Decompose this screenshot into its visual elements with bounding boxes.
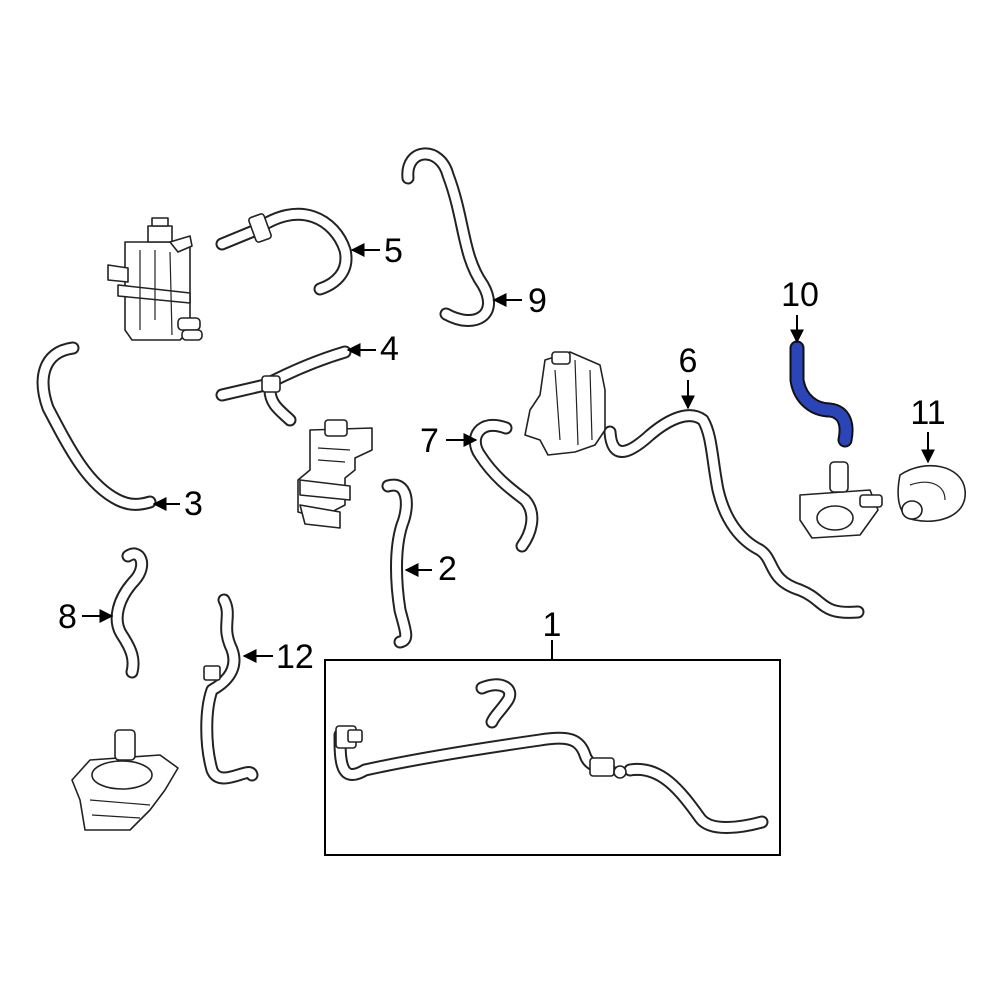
callout-10: 10 [781, 276, 819, 314]
clamp-11 [897, 464, 966, 522]
callout-7: 7 [420, 422, 439, 460]
callout-3: 3 [184, 485, 203, 523]
hose-9 [401, 147, 495, 327]
callout-1: 1 [543, 606, 562, 644]
coolant-reservoir [107, 217, 203, 341]
callout-12: 12 [276, 638, 314, 676]
callout-5: 5 [384, 232, 403, 270]
hose-10-highlighted [789, 340, 854, 448]
bracket-assembly [524, 351, 606, 456]
leader-lines [82, 243, 935, 663]
hose-6 [603, 409, 865, 619]
callout-9: 9 [528, 282, 547, 320]
hose-7 [468, 418, 539, 553]
hose-2 [381, 478, 413, 649]
hose-3 [36, 341, 157, 511]
hose-12 [200, 593, 259, 785]
hose-1-inset [324, 659, 781, 856]
water-pump-right [799, 461, 883, 539]
water-pump-left [71, 729, 179, 831]
callout-6: 6 [679, 342, 698, 380]
hose-5 [215, 207, 353, 296]
callout-11: 11 [910, 394, 945, 432]
hose-4 [215, 345, 352, 427]
hose-8 [110, 547, 149, 679]
callout-4: 4 [380, 330, 399, 368]
hose-10-fill [791, 342, 852, 446]
callout-8: 8 [58, 598, 77, 636]
callout-2: 2 [438, 550, 457, 588]
callout-labels: 1 2 3 4 5 6 7 8 9 10 11 12 [58, 232, 946, 676]
water-valve-center [297, 419, 373, 529]
